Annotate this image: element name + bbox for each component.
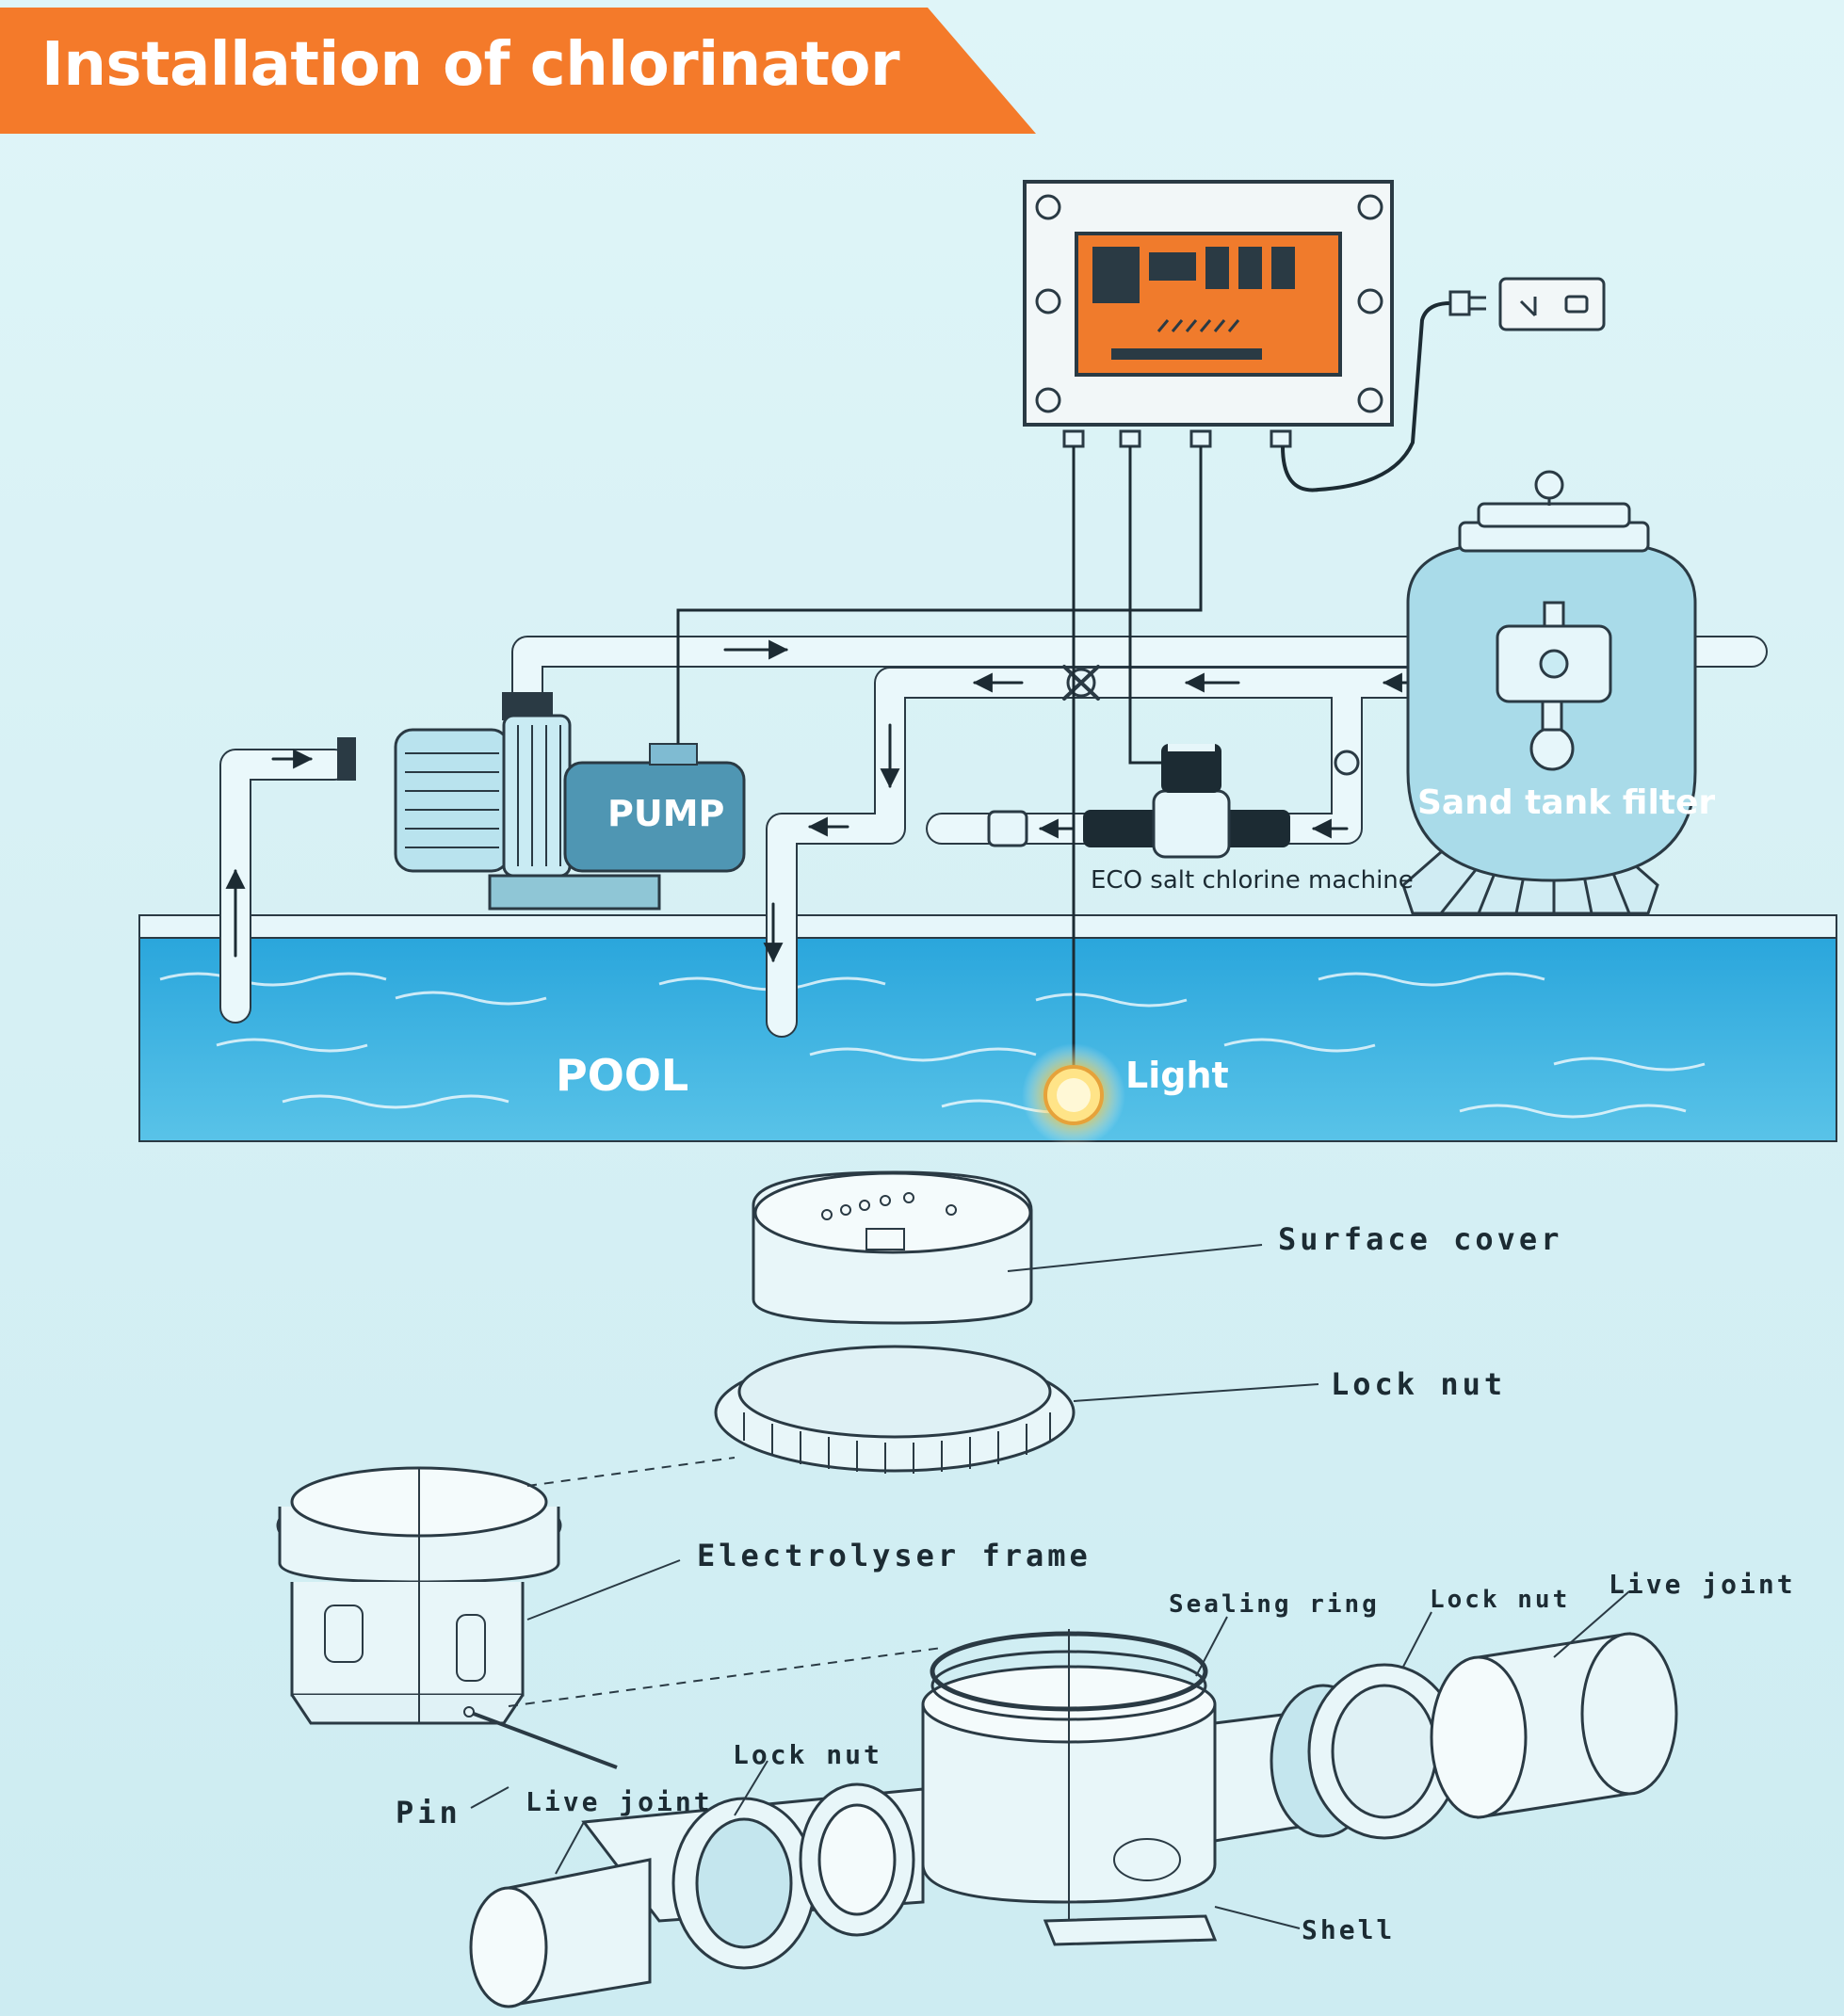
sand-filter [1401,470,1697,915]
lock-nut-right-label: Lock nut [1430,1586,1571,1614]
pump [394,714,746,911]
lock-nut-left [671,1782,915,1970]
electrolyser-frame-label: Electrolyser frame [697,1538,1092,1573]
shell-label: Shell [1302,1914,1396,1945]
leader-lines [470,1244,1630,1929]
live-joint-left-label: Live joint [526,1786,713,1817]
control-wires [676,446,1203,1073]
surface-cover [752,1170,1033,1325]
live-joint-right [1430,1632,1678,1819]
light-label: Light [1125,1055,1229,1096]
electrolyser-frame [276,1466,562,1725]
lock-nut-top [714,1345,1076,1474]
filter-label: Sand tank filter [1417,783,1716,822]
live-joint-right-label: Live joint [1609,1569,1796,1600]
pump-label: PUMP [607,793,725,834]
lock-nut-left-label: Lock nut [733,1739,882,1770]
pipe-network [219,636,1768,1038]
surface-cover-label: Surface cover [1278,1221,1563,1257]
pool-label: POOL [556,1050,689,1101]
page-title: Installation of chlorinator [41,30,900,100]
lock-nut-right [1270,1663,1462,1840]
pool-light [1022,1043,1125,1147]
control-box [1023,180,1606,492]
chlorinator-label: ECO salt chlorine machine [1091,866,1414,895]
pin [463,1706,618,1769]
lock-nut-top-label: Lock nut [1331,1366,1507,1402]
title-banner [0,8,1036,134]
sealing-ring [930,1631,1208,1712]
pool [138,914,1837,1142]
sealing-ring-label: Sealing ring [1169,1590,1380,1619]
live-joint-left [469,1858,652,2008]
chlorine-cell [1083,744,1290,859]
pin-label: Pin [396,1795,461,1831]
